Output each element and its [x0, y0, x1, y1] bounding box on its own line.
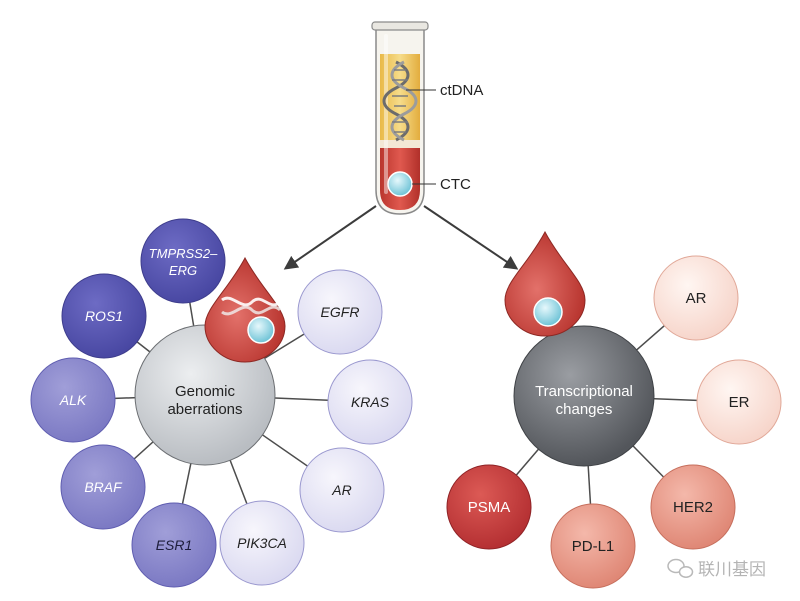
genomic-aberrations-cluster: Genomic aberrations TMPRSS2– ERG ROS1 AL… — [30, 218, 413, 588]
satellite-braf: BRAF — [60, 444, 146, 530]
satellite-er: ER — [696, 359, 782, 445]
watermark-text: 联川基因 — [698, 560, 766, 579]
satellite-label: ROS1 — [85, 308, 123, 324]
satellite-ros1: ROS1 — [61, 273, 147, 359]
transcriptional-changes-cluster: Transcriptional changes AR ER HER2 PD-L1… — [446, 230, 782, 589]
ctdna-label: ctDNA — [440, 82, 483, 99]
satellite-label: PIK3CA — [237, 535, 287, 551]
genomic-hub-line2: aberrations — [167, 401, 242, 418]
transcriptional-hub — [513, 325, 655, 467]
tube-rim — [371, 21, 429, 31]
satellite-psma: PSMA — [446, 464, 532, 550]
satellite-label: ESR1 — [156, 537, 193, 553]
satellite-ar-right: AR — [653, 255, 739, 341]
arrow-right — [423, 205, 519, 270]
satellite-label: HER2 — [673, 499, 713, 516]
watermark: 联川基因 — [667, 558, 766, 579]
satellite-label: ER — [729, 394, 750, 411]
wechat-icon — [667, 558, 694, 578]
satellite-label-2: ERG — [169, 263, 197, 278]
satellite-label: BRAF — [84, 479, 123, 495]
ctc-cell-icon — [387, 171, 413, 197]
plasma-layer — [380, 54, 420, 140]
satellite-alk: ALK — [30, 357, 116, 443]
satellite-tmprss2-erg: TMPRSS2– ERG — [140, 218, 226, 304]
buffy-layer — [380, 140, 420, 148]
satellite-label: TMPRSS2– — [149, 246, 218, 261]
satellite-label: AR — [686, 290, 707, 307]
satellite-egfr: EGFR — [297, 269, 383, 355]
satellite-label: PSMA — [468, 499, 511, 516]
satellite-ar-left: AR — [299, 447, 385, 533]
satellite-esr1: ESR1 — [131, 502, 217, 588]
satellite-label: KRAS — [351, 394, 390, 410]
dna-helix-icon — [382, 60, 418, 142]
satellite-label: ALK — [59, 392, 87, 408]
satellite-pd-l1: PD-L1 — [550, 503, 636, 589]
transcriptional-hub-line2: changes — [556, 401, 613, 418]
blood-drop-cell-icon — [504, 230, 586, 337]
satellite-kras: KRAS — [327, 359, 413, 445]
blood-drop-dna-icon — [204, 256, 286, 363]
ctc-label: CTC — [440, 176, 471, 193]
satellite-pik3ca: PIK3CA — [219, 500, 305, 586]
blood-tube — [371, 21, 436, 215]
genomic-hub-line1: Genomic — [175, 383, 236, 400]
transcriptional-hub-line1: Transcriptional — [535, 383, 633, 400]
arrow-left — [283, 205, 377, 270]
satellite-label: EGFR — [321, 304, 360, 320]
satellite-her2: HER2 — [650, 464, 736, 550]
satellite-label: PD-L1 — [572, 538, 615, 555]
satellite-label: AR — [331, 482, 351, 498]
